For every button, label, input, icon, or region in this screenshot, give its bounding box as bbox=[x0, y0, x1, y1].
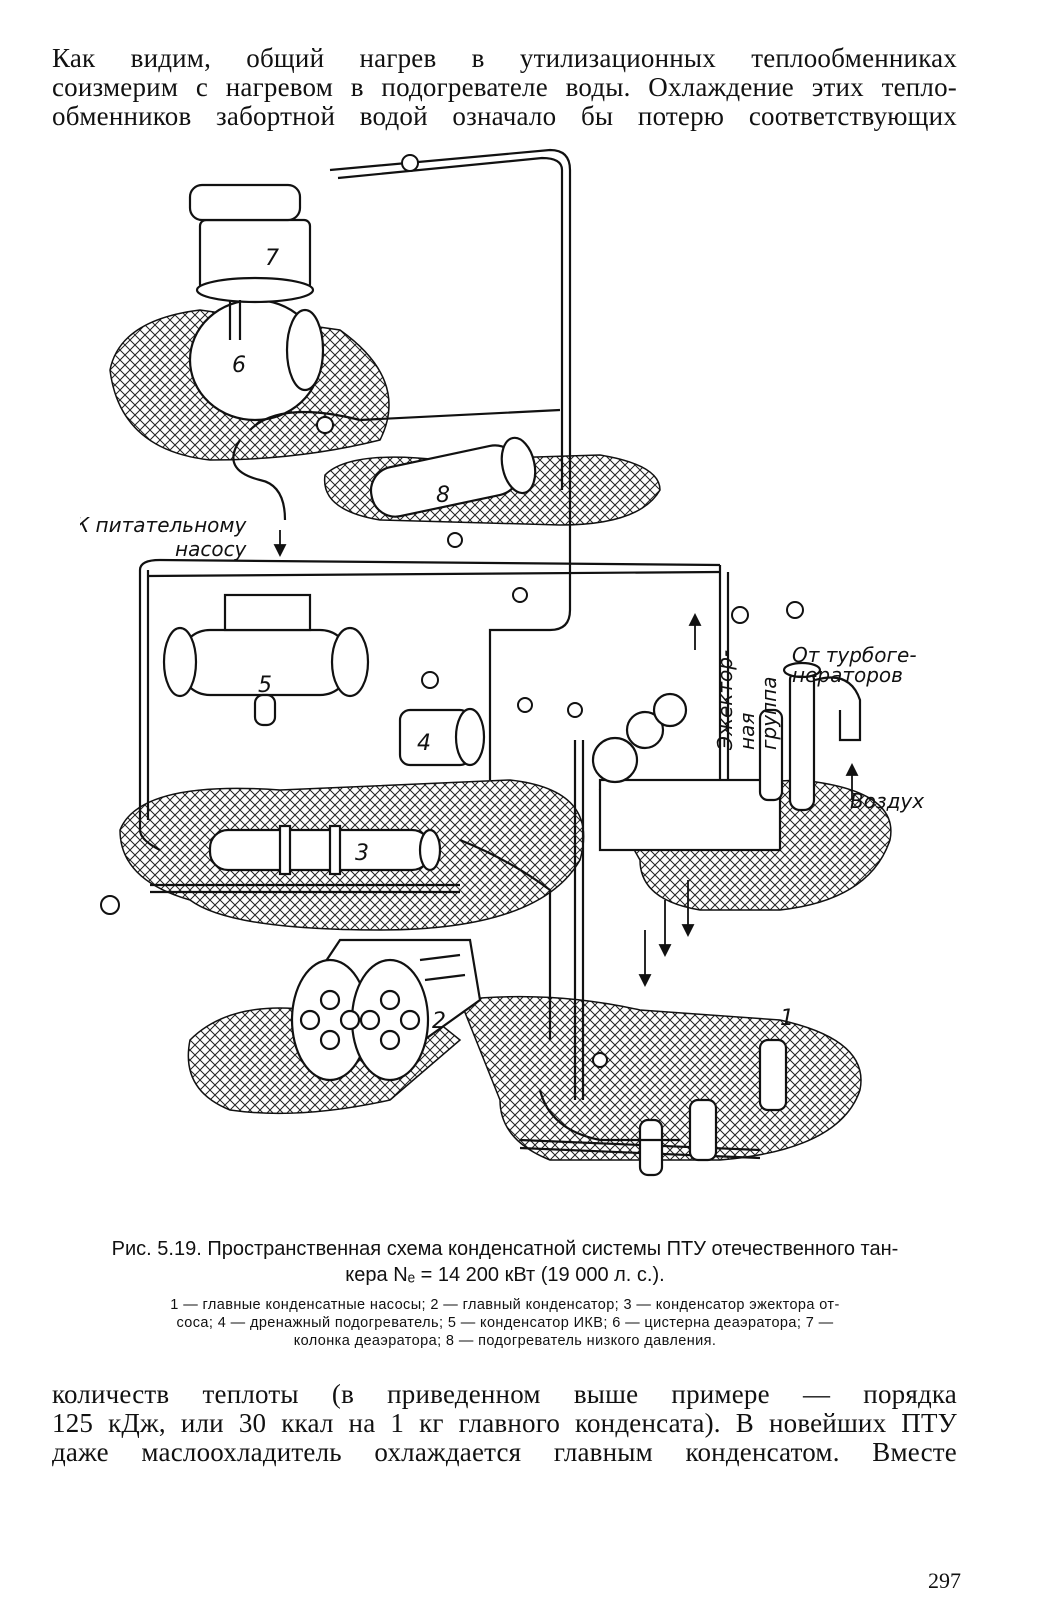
paragraph-line: соизмерим с нагревом в подогревателе вод… bbox=[52, 72, 957, 102]
label-from-turbogenerators: От турбоге- bbox=[792, 643, 917, 667]
label-to-feed-pump: насосу bbox=[175, 537, 248, 561]
label-to-feed-pump: К питательному bbox=[80, 513, 247, 537]
valve-handle-icon bbox=[567, 702, 583, 718]
paragraph-line: количеств теплоты (в приведенном выше пр… bbox=[52, 1379, 957, 1409]
valve-handle-icon bbox=[592, 1052, 608, 1068]
valve-handle-icon bbox=[731, 606, 749, 624]
pipe bbox=[138, 570, 161, 851]
legend-line: колонка деаэратора; 8 — подогреватель ни… bbox=[293, 1333, 717, 1349]
paragraph-line: Как видим, общий нагрев в утилизационных… bbox=[52, 43, 957, 73]
condensate-system-diagram: К питательному насосу Эжектор- ная групп… bbox=[80, 148, 924, 1177]
legend-line: 1 — главные конденсатные насосы; 2 — гла… bbox=[170, 1297, 840, 1313]
main-condenser bbox=[290, 938, 482, 1082]
pipe bbox=[138, 558, 721, 571]
hatched-foundation bbox=[458, 995, 862, 1161]
condensate-pump bbox=[688, 1098, 718, 1162]
pipe bbox=[488, 490, 572, 780]
label-number: 7 bbox=[265, 246, 279, 271]
pipe bbox=[573, 740, 585, 1100]
label-ejector-group: Эжектор- bbox=[713, 650, 737, 751]
label-from-turbogenerators: нераторов bbox=[792, 663, 903, 687]
condensate-pump bbox=[638, 1118, 664, 1177]
paragraph-bottom: количеств теплоты (в приведенном выше пр… bbox=[52, 1380, 957, 1467]
label-number: 8 bbox=[436, 483, 450, 508]
paragraph-line: 125 кДж, или 30 ккал на 1 кг главного ко… bbox=[52, 1408, 957, 1438]
paragraph-top: Как видим, общий нагрев в утилизационных… bbox=[52, 44, 957, 131]
paragraph-line: даже маслоохладитель охлаждается главным… bbox=[52, 1437, 957, 1467]
valve-handle-icon bbox=[447, 532, 463, 548]
pipe bbox=[718, 565, 730, 780]
pipe bbox=[147, 570, 721, 578]
pipe bbox=[329, 148, 572, 490]
pipe bbox=[249, 408, 561, 431]
valve-handle-icon bbox=[512, 587, 528, 603]
condensate-pump bbox=[758, 1038, 788, 1112]
page-number: 297 bbox=[928, 1568, 961, 1593]
caption-line: Рис. 5.19. Пространственная схема конден… bbox=[111, 1238, 899, 1260]
figure-legend: 1 — главные конденсатные насосы; 2 — гла… bbox=[60, 1296, 950, 1350]
valve-handle-icon bbox=[316, 416, 334, 434]
caption-line: кера Nₑ = 14 200 кВт (19 000 л. с.). bbox=[345, 1264, 665, 1286]
label-number: 2 bbox=[432, 1009, 446, 1034]
figure-caption: Рис. 5.19. Пространственная схема конден… bbox=[60, 1236, 950, 1288]
label-ejector-group: группа bbox=[757, 677, 781, 750]
pipe bbox=[150, 883, 460, 894]
pipe bbox=[232, 439, 287, 521]
label-number: 4 bbox=[417, 731, 431, 756]
pipe bbox=[459, 838, 552, 1040]
deaerator-tank-end bbox=[285, 308, 325, 392]
valve-handle-icon bbox=[786, 601, 804, 619]
label-air: Воздух bbox=[850, 789, 924, 813]
label-number: 1 bbox=[780, 1006, 794, 1031]
valve-handle-icon bbox=[421, 671, 439, 689]
valve-handle-icon bbox=[401, 154, 419, 172]
label-number: 6 bbox=[232, 353, 246, 378]
ejector-group bbox=[598, 778, 782, 852]
ejector-condenser bbox=[208, 828, 432, 872]
valve-handle-icon bbox=[517, 697, 533, 713]
legend-line: соса; 4 — дренажный подогреватель; 5 — к… bbox=[176, 1315, 834, 1331]
label-number: 3 bbox=[355, 841, 369, 866]
label-ejector-group: ная bbox=[735, 713, 759, 750]
label-number: 5 bbox=[258, 673, 272, 698]
paragraph-line: обменников забортной водой означало бы п… bbox=[52, 101, 957, 131]
pipe bbox=[337, 156, 564, 490]
valve-handle-icon bbox=[100, 895, 120, 915]
